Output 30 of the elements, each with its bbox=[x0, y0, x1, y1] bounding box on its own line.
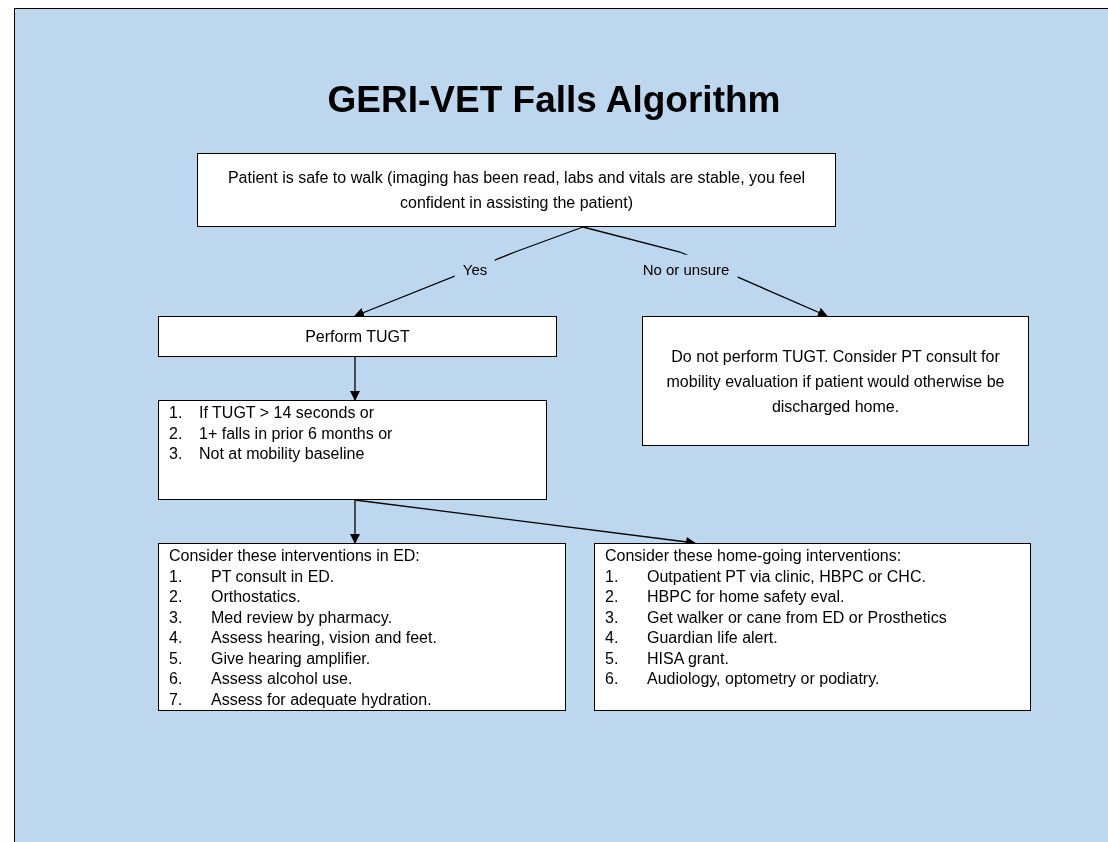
list-item: 3. Med review by pharmacy. bbox=[169, 607, 394, 628]
title: GERI-VET Falls Algorithm bbox=[326, 78, 782, 122]
list-item: 1. If TUGT > 14 seconds or bbox=[169, 403, 376, 423]
list-item: 6. Assess alcohol use. bbox=[169, 669, 354, 689]
box-text: Do not perform TUGT. Consider PT consult for mobility evaluation if patient would otherwise be discharged home. bbox=[665, 346, 1006, 417]
list-item: 7. Assess for adequate hydration. bbox=[169, 689, 433, 710]
list-item: 5. Give hearing amplifier. bbox=[169, 648, 372, 669]
list-item: 2. Orthostatics. bbox=[169, 587, 302, 607]
box-text: Perform TUGT bbox=[305, 327, 410, 347]
list-item: 5. HISA grant. bbox=[605, 648, 730, 669]
process-box bbox=[197, 153, 836, 227]
list-item: 3. Get walker or cane from ED or Prosthetics bbox=[605, 607, 948, 628]
process-box bbox=[158, 400, 547, 500]
box-heading: Consider these interventions in ED: bbox=[169, 546, 421, 566]
process-box bbox=[158, 543, 566, 711]
list-item: 3. Not at mobility baseline bbox=[169, 444, 366, 464]
process-box bbox=[642, 316, 1029, 446]
process-box bbox=[594, 543, 1031, 711]
arrow bbox=[350, 499, 360, 544]
list-item: 1. PT consult in ED. bbox=[169, 566, 336, 587]
list-item: 2. HBPC for home safety eval. bbox=[605, 587, 846, 607]
list-item: 2. 1+ falls in prior 6 months or bbox=[169, 423, 394, 444]
list-item: 6. Audiology, optometry or podiatry. bbox=[605, 669, 881, 689]
list-item: 4. Assess hearing, vision and feet. bbox=[169, 628, 438, 648]
arrow bbox=[350, 356, 360, 401]
list-item: 1. Outpatient PT via clinic, HBPC or CHC. bbox=[605, 566, 927, 587]
list-item: 4. Guardian life alert. bbox=[605, 628, 779, 648]
box-heading: Consider these home-going interventions: bbox=[605, 546, 903, 566]
process-box bbox=[158, 316, 557, 357]
box-text: Patient is safe to walk (imaging has been read, labs and vitals are stable, you feel confident in assisting the patient) bbox=[226, 168, 807, 213]
